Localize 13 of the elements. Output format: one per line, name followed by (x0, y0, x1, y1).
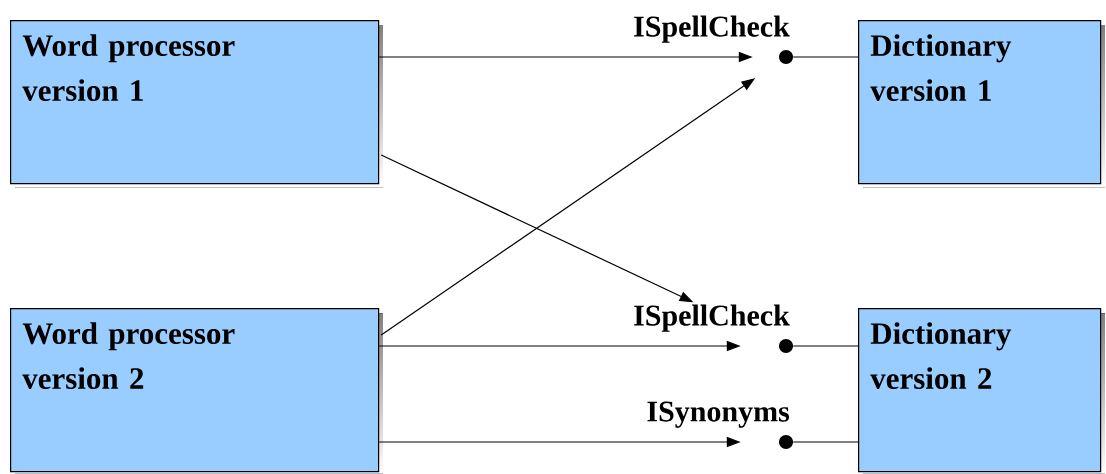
interface-port: ISynonyms (647, 401, 793, 449)
node-label: ISynonyms (647, 401, 790, 428)
component-box: Word processor version 2 (10, 308, 383, 474)
node-label: ISpellCheck (634, 304, 790, 332)
component-box: Word processor version 1 (10, 20, 383, 188)
component-box: Dictionary version 1 (858, 20, 1105, 188)
interface-port: ISpellCheck (634, 15, 793, 64)
component-box: Dictionary version 2 (858, 308, 1105, 474)
node-label: ISpellCheck (634, 15, 790, 43)
connector-line (792, 56, 859, 58)
connector-line (792, 345, 859, 347)
connector-line (792, 441, 859, 443)
interface-port: ISpellCheck (634, 304, 793, 353)
